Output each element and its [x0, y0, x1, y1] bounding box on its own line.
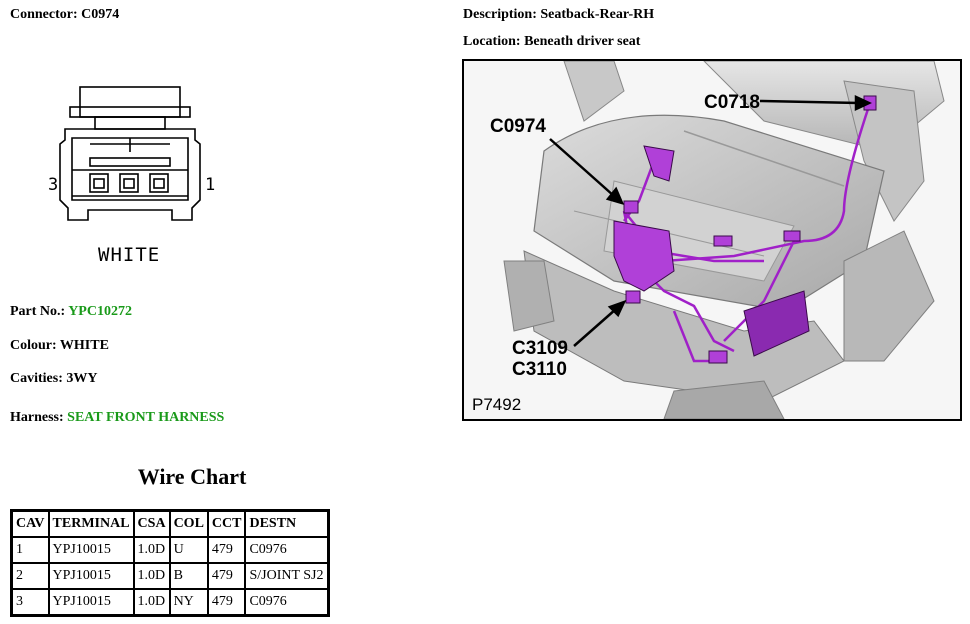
connector-c3109-mark [625, 290, 641, 304]
connector-value: C0974 [81, 7, 120, 22]
connector-c0974-mark [623, 200, 639, 214]
pin-number-left: 3 [48, 175, 59, 195]
header-cct: CCT [206, 509, 247, 538]
callout-c3110: C3110 [512, 359, 567, 380]
harness-link[interactable]: SEAT FRONT HARNESS [67, 410, 225, 425]
connector-body [59, 128, 201, 221]
callout-c0974: C0974 [490, 116, 546, 137]
table-row: 2 YPJ10015 1.0D B 479 S/JOINT SJ2 [10, 562, 330, 590]
harness-line: Harness: SEAT FRONT HARNESS [10, 410, 224, 426]
seat-illustration [464, 61, 960, 419]
description-label: Description: [463, 7, 537, 22]
harness-label: Harness: [10, 410, 64, 425]
callout-c3109: C3109 [512, 338, 568, 359]
cell-cct: 479 [206, 562, 247, 590]
cell-csa: 1.0D [132, 562, 171, 590]
cavity-1 [149, 173, 169, 193]
header-destn: DESTN [244, 509, 330, 538]
colour-line: Colour: WHITE [10, 338, 109, 354]
cavities-line: Cavities: 3WY [10, 371, 98, 387]
photo-id: P7492 [472, 395, 522, 414]
part-number-link[interactable]: YPC10272 [68, 304, 132, 319]
part-number-line: Part No.: YPC10272 [10, 304, 132, 320]
part-number-label: Part No.: [10, 304, 66, 319]
description-line: Description: Seatback-Rear-RH [463, 7, 654, 23]
connector-latch-base [69, 106, 191, 118]
connector-inner [71, 137, 189, 201]
cell-col: U [168, 536, 209, 564]
cell-cav: 1 [10, 536, 50, 564]
description-value: Seatback-Rear-RH [540, 7, 655, 22]
wire-chart-table: CAV TERMINAL CSA COL CCT DESTN 1 YPJ1001… [10, 509, 330, 617]
connector-color-text: WHITE [98, 244, 161, 266]
location-photo: C0718 C0974 C3109 C3110 P7492 [462, 59, 962, 421]
cell-csa: 1.0D [132, 536, 171, 564]
callout-c0718: C0718 [704, 92, 760, 113]
connector-latch-neck [94, 116, 166, 130]
cell-cav: 3 [10, 588, 50, 617]
cavity-2 [119, 173, 139, 193]
cell-terminal: YPJ10015 [47, 588, 135, 617]
connector-face-diagram [59, 86, 201, 221]
cell-csa: 1.0D [132, 588, 171, 617]
table-row: 1 YPJ10015 1.0D U 479 C0976 [10, 536, 330, 564]
header-col: COL [168, 509, 209, 538]
cell-terminal: YPJ10015 [47, 536, 135, 564]
cell-col: NY [168, 588, 209, 617]
connector-label: Connector: [10, 7, 78, 22]
location-label: Location: [463, 34, 521, 49]
table-header-row: CAV TERMINAL CSA COL CCT DESTN [10, 509, 330, 538]
cell-cct: 479 [206, 588, 247, 617]
connector-line: Connector: C0974 [10, 7, 119, 23]
colour-value: WHITE [59, 338, 109, 353]
cell-cct: 479 [206, 536, 247, 564]
location-value: Beneath driver seat [524, 34, 641, 49]
cavities-label: Cavities: [10, 371, 63, 386]
cell-destn: C0976 [244, 588, 330, 617]
header-cav: CAV [10, 509, 50, 538]
location-line: Location: Beneath driver seat [463, 34, 640, 50]
cell-destn: C0976 [244, 536, 330, 564]
cavities-value: 3WY [66, 371, 98, 386]
header-terminal: TERMINAL [47, 509, 135, 538]
cell-terminal: YPJ10015 [47, 562, 135, 590]
cavity-3 [89, 173, 109, 193]
pin-number-right: 1 [205, 175, 216, 195]
table-row: 3 YPJ10015 1.0D NY 479 C0976 [10, 588, 330, 617]
header-csa: CSA [132, 509, 171, 538]
cell-col: B [168, 562, 209, 590]
wire-chart-title: Wire Chart [137, 464, 247, 489]
cell-cav: 2 [10, 562, 50, 590]
cell-destn: S/JOINT SJ2 [244, 562, 330, 590]
colour-label: Colour: [10, 338, 57, 353]
connector-latch [79, 86, 181, 118]
